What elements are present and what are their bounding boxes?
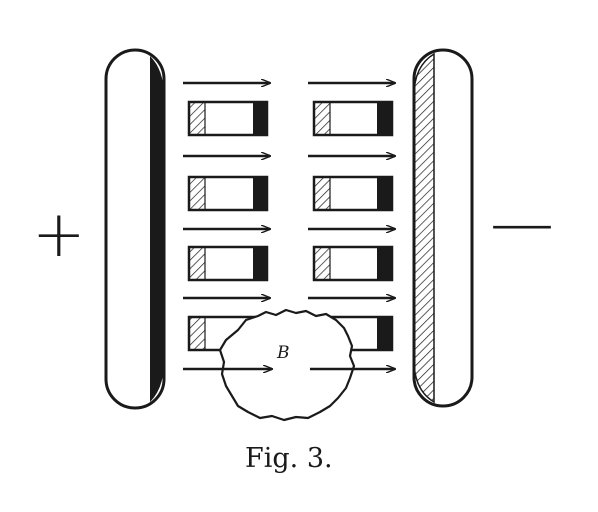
polarized-particle — [312, 245, 394, 282]
positive-sign: + — [32, 198, 86, 272]
polarized-particle — [312, 175, 394, 212]
figure-caption: Fig. 3. — [245, 443, 333, 474]
right-particle-column — [312, 100, 394, 352]
left-particle-column — [187, 100, 269, 352]
field-arrows — [183, 83, 395, 298]
negative-sign: — — [490, 187, 554, 261]
negative-plate — [412, 48, 474, 408]
polarized-particle — [312, 100, 394, 137]
region-b: B — [218, 308, 356, 422]
polarized-particle — [187, 175, 269, 212]
polarized-particle — [187, 100, 269, 137]
positive-plate — [104, 48, 166, 410]
polarized-particle — [187, 245, 269, 282]
region-b-label: B — [276, 343, 290, 363]
